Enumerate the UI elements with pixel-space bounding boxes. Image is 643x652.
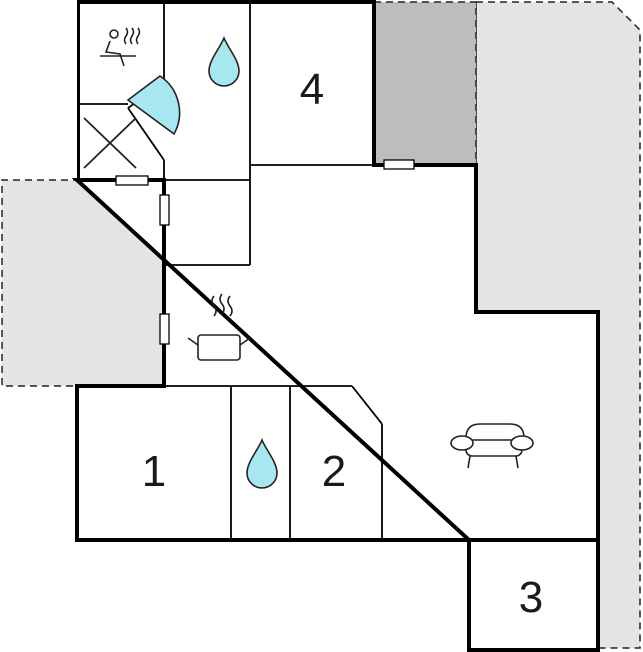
window-covered bbox=[383, 159, 415, 170]
room-1-label: 1 bbox=[142, 447, 166, 496]
interior-walls bbox=[77, 2, 598, 541]
window-top-left bbox=[115, 175, 149, 186]
room-2-label: 2 bbox=[322, 447, 346, 496]
wall-segment-top-left bbox=[77, 2, 80, 180]
covered-area bbox=[373, 1, 477, 166]
water-drop-icon bbox=[246, 437, 278, 489]
window-left-upper bbox=[159, 194, 170, 226]
room-4-label: 4 bbox=[300, 65, 324, 114]
cooking-pot-icon bbox=[187, 293, 251, 361]
windows bbox=[115, 159, 415, 345]
sofa-icon bbox=[450, 423, 534, 469]
shower-fan-icon bbox=[126, 75, 181, 136]
cross-mark-icon bbox=[83, 117, 137, 169]
terrace-left bbox=[1, 179, 165, 387]
room-3-label: 3 bbox=[519, 573, 543, 622]
water-drop-icon bbox=[208, 35, 240, 87]
sauna-icon bbox=[100, 27, 141, 67]
window-left-lower bbox=[159, 313, 170, 345]
